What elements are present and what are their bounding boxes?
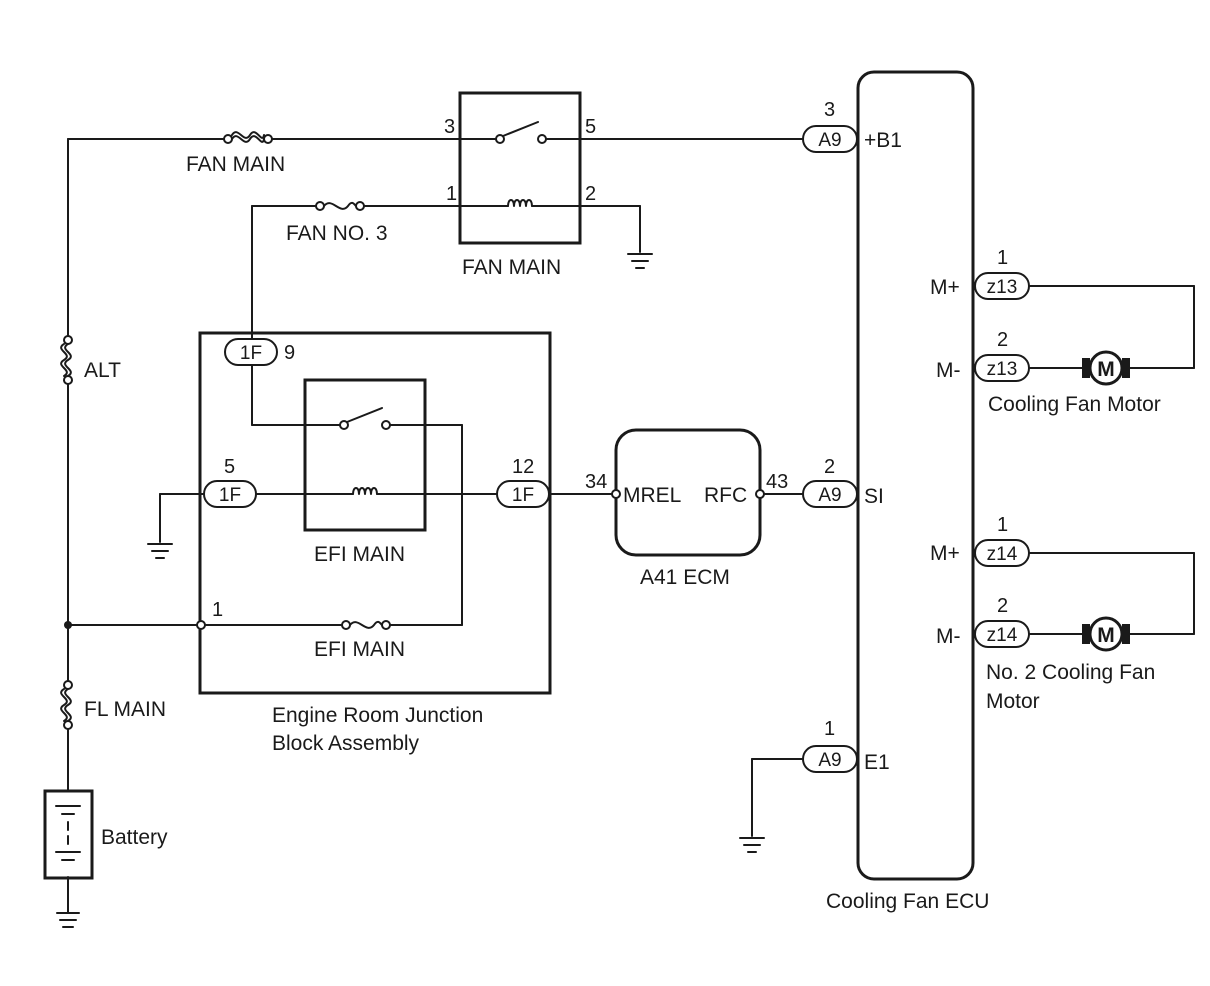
- ecm-terminal-mrel: [611, 489, 621, 499]
- ecm-rfc-label: RFC: [704, 484, 747, 507]
- fan-main-fuse-icon: [223, 131, 273, 144]
- alt-fuse-label: ALT: [84, 359, 121, 382]
- junction-block-label-line1: Engine Room Junction: [272, 704, 483, 727]
- connector-z14-minus-label: z14: [987, 625, 1018, 646]
- ecm-mrel-label: MREL: [623, 484, 681, 507]
- alt-fusible-link: [60, 335, 73, 385]
- connector-z13-minus: z13: [974, 354, 1030, 382]
- connector-1f-9-pin: 9: [284, 342, 295, 364]
- ecu-terminal-m-plus-2: M+: [930, 542, 960, 565]
- fl-main-fuse-label: FL MAIN: [84, 698, 166, 721]
- motor2-label-line2: Motor: [986, 690, 1040, 713]
- connector-z13-minus-label: z13: [987, 359, 1018, 380]
- fan-no3-fuse-label: FAN NO. 3: [286, 222, 388, 245]
- connector-a9-si: A9: [802, 480, 858, 508]
- motor1-label: Cooling Fan Motor: [988, 393, 1161, 416]
- efi-main-relay-label: EFI MAIN: [314, 543, 405, 566]
- ecm-title: A41 ECM: [640, 566, 730, 589]
- connector-a9-si-label: A9: [818, 485, 841, 506]
- connector-z14-plus: z14: [974, 539, 1030, 567]
- connector-z13-minus-pin: 2: [997, 329, 1008, 351]
- ecu-terminal-si: SI: [864, 485, 884, 508]
- motor1-symbol: M: [1097, 358, 1115, 381]
- fan-relay-pin-5: 5: [585, 116, 596, 138]
- fan-main-relay-switch: [495, 121, 547, 144]
- connector-z13-plus-label: z13: [987, 277, 1018, 298]
- battery-symbol: [43, 789, 94, 880]
- connector-1f-9: 1F: [224, 338, 278, 366]
- efi-relay-coil-icon: [352, 487, 378, 495]
- fan-relay-pin-1: 1: [446, 183, 457, 205]
- fan-relay-coil-icon: [507, 199, 533, 207]
- connector-1f-12-label: 1F: [512, 485, 534, 506]
- efi-main-fuse-label: EFI MAIN: [314, 638, 405, 661]
- connector-a9-b1-label: A9: [818, 130, 841, 151]
- connector-z13-plus: z13: [974, 272, 1030, 300]
- engine-room-junction-block: [198, 331, 552, 695]
- connector-a9-si-pin: 2: [824, 456, 835, 478]
- motor1-icon: M: [1082, 350, 1130, 386]
- connector-a9-e1-pin: 1: [824, 718, 835, 740]
- ecu-terminal-m-minus-2: M-: [936, 625, 961, 648]
- motor2-symbol: M: [1097, 624, 1115, 647]
- connector-1f-9-label: 1F: [240, 343, 262, 364]
- battery-ground-icon: [56, 912, 80, 928]
- fan-relay-ground-icon: [627, 253, 653, 269]
- fan-main-relay-label: FAN MAIN: [462, 256, 561, 279]
- fan-no3-fuse-icon: [315, 201, 365, 211]
- ecm-pin-43: 43: [766, 471, 788, 493]
- efi-main-relay-switch: [339, 407, 391, 430]
- ecu-terminal-m-plus-1: M+: [930, 276, 960, 299]
- connector-1f-5-label: 1F: [219, 485, 241, 506]
- connector-a9-e1: A9: [802, 745, 858, 773]
- junction-block-label-line2: Block Assembly: [272, 732, 420, 755]
- connector-1f-5-pin: 5: [224, 456, 235, 478]
- ecu-terminal-b1: +B1: [864, 129, 902, 152]
- fan-relay-pin-3: 3: [444, 116, 455, 138]
- fan-main-relay: [458, 91, 582, 245]
- battery-label: Battery: [101, 826, 168, 849]
- connector-1f-12: 1F: [496, 480, 550, 508]
- ecu-terminal-m-minus-1: M-: [936, 359, 961, 382]
- efi-main-fuse-icon: [341, 620, 391, 630]
- fan-relay-pin-2: 2: [585, 183, 596, 205]
- ecu-ground-icon: [739, 837, 765, 853]
- ecm-pin-34: 34: [585, 471, 607, 493]
- cooling-fan-ecu: [856, 70, 975, 881]
- connector-z14-plus-pin: 1: [997, 514, 1008, 536]
- connector-z14-minus-pin: 2: [997, 595, 1008, 617]
- efi-main-relay: [303, 378, 427, 532]
- fan-main-fuse-label: FAN MAIN: [186, 153, 285, 176]
- main-bus: [64, 138, 72, 913]
- ecu-terminal-e1: E1: [864, 751, 890, 774]
- fl-main-fusible-link: [60, 680, 73, 730]
- connector-a9-b1-pin: 3: [824, 99, 835, 121]
- connector-1f-12-pin: 12: [512, 456, 534, 478]
- ecm-terminal-rfc: [755, 489, 765, 499]
- connector-1f-5: 1F: [203, 480, 257, 508]
- connector-z13-plus-pin: 1: [997, 247, 1008, 269]
- connector-z14-plus-label: z14: [987, 544, 1018, 565]
- jb-pin-1: 1: [212, 599, 223, 621]
- jb-terminal-1: [196, 620, 206, 630]
- connector-a9-b1: A9: [802, 125, 858, 153]
- connector-a9-e1-label: A9: [818, 750, 841, 771]
- efi-ground-icon: [147, 543, 173, 559]
- motor2-icon: M: [1082, 616, 1130, 652]
- connector-z14-minus: z14: [974, 620, 1030, 648]
- motor2-label-line1: No. 2 Cooling Fan: [986, 661, 1155, 684]
- ecu-title: Cooling Fan ECU: [826, 890, 989, 913]
